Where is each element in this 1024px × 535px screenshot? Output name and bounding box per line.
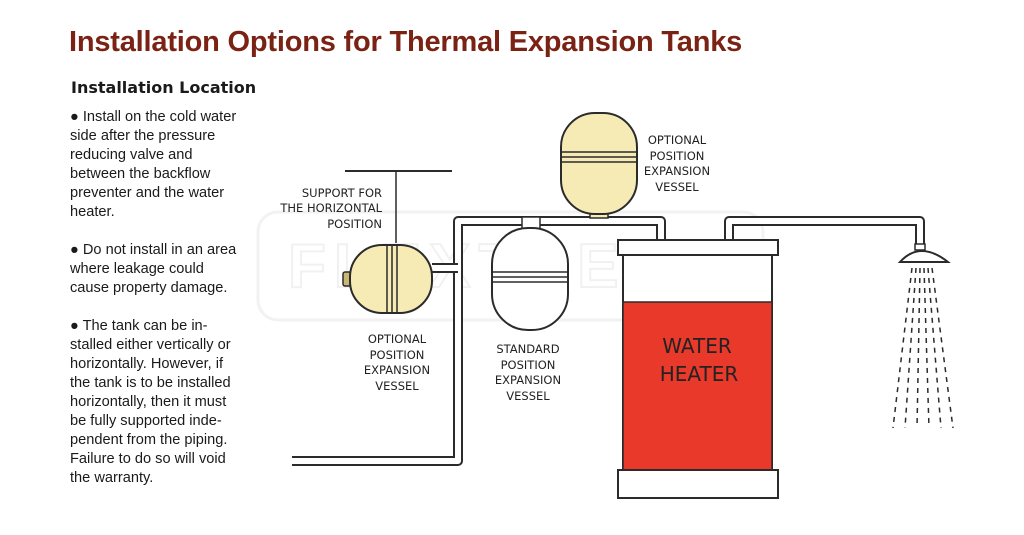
water-heater-label: WATER — [662, 334, 732, 358]
svg-text:OPTIONAL: OPTIONAL — [648, 133, 707, 147]
svg-text:EXPANSION: EXPANSION — [495, 373, 561, 387]
svg-text:POSITION: POSITION — [501, 358, 556, 372]
support-label: SUPPORT FOR THE HORIZONTAL POSITION — [279, 186, 382, 231]
svg-text:SUPPORT FOR: SUPPORT FOR — [302, 186, 382, 200]
standard-label: STANDARD POSITION EXPANSION VESSEL — [495, 342, 561, 403]
svg-text:VESSEL: VESSEL — [506, 389, 550, 403]
bullet-list: ● Install on the cold water side after t… — [70, 108, 260, 507]
bullet-item: ● Do not install in an area where leakag… — [70, 242, 237, 296]
water-spray — [892, 267, 954, 429]
horizontal-expansion-tank — [342, 244, 433, 314]
page-title: Installation Options for Thermal Expansi… — [69, 26, 743, 58]
section-heading: Installation Location — [71, 78, 257, 97]
optional-top-label: OPTIONAL POSITION EXPANSION VESSEL — [644, 133, 710, 194]
bullet-item: ● The tank can be in- stalled either ver… — [70, 318, 231, 486]
svg-text:OPTIONAL: OPTIONAL — [368, 332, 427, 346]
shower-head-icon — [897, 243, 951, 263]
svg-text:POSITION: POSITION — [370, 348, 425, 362]
standard-expansion-tank — [491, 216, 569, 331]
svg-text:THE HORIZONTAL: THE HORIZONTAL — [279, 201, 382, 215]
top-expansion-tank — [560, 112, 638, 219]
svg-text:EXPANSION: EXPANSION — [364, 363, 430, 377]
optional-horizontal-label: OPTIONAL POSITION EXPANSION VESSEL — [364, 332, 430, 393]
water-heater-label: HEATER — [660, 362, 739, 386]
svg-text:STANDARD: STANDARD — [496, 342, 559, 356]
svg-text:VESSEL: VESSEL — [375, 379, 419, 393]
bullet-item: ● Install on the cold water side after t… — [70, 109, 237, 220]
svg-text:EXPANSION: EXPANSION — [644, 164, 710, 178]
svg-text:VESSEL: VESSEL — [655, 180, 699, 194]
svg-text:POSITION: POSITION — [650, 149, 705, 163]
svg-text:POSITION: POSITION — [327, 217, 382, 231]
water-heater — [617, 239, 779, 499]
